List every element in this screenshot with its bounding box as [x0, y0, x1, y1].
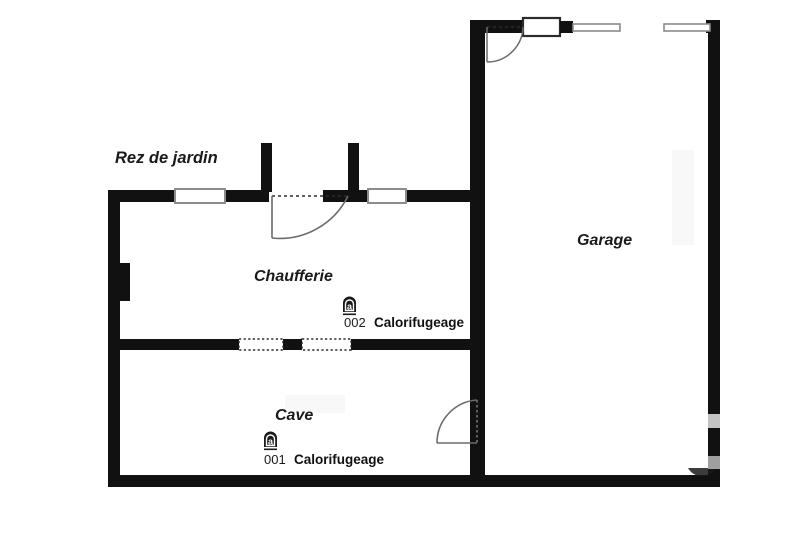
- wall-stub-right: [348, 143, 359, 192]
- annotation-002-text: Calorifugeage: [374, 315, 465, 330]
- wall-top-left-b: [225, 190, 269, 202]
- annotation-001: a 001 Calorifugeage: [264, 431, 385, 467]
- wall-divider-solid-left: [108, 339, 239, 350]
- garage-walls: [470, 20, 720, 487]
- watermark-arc: [688, 414, 720, 477]
- opening-chaufferie-cave-right: [301, 338, 352, 351]
- wall-left-exterior: [108, 190, 120, 487]
- wall-garage-left: [470, 20, 485, 480]
- window-top-left: [174, 188, 226, 204]
- annotation-002-number: 002: [344, 315, 366, 330]
- window-top-right: [367, 188, 407, 204]
- plaque-marker-icon: a: [343, 296, 356, 316]
- floor-title-label: Rez de jardin: [115, 149, 218, 167]
- watermark-group: [285, 150, 694, 413]
- room-label-cave: Cave: [275, 407, 313, 424]
- plaque-marker-letter: a: [268, 437, 274, 447]
- wall-top-left-d: [406, 190, 485, 202]
- plaque-marker-letter: a: [347, 302, 353, 312]
- door-cave-to-garage: [436, 399, 478, 444]
- wall-divider-solid-mid: [283, 339, 302, 350]
- plaque-marker-icon: a: [264, 431, 277, 451]
- window-garage-top: [521, 16, 621, 38]
- wall-stub-left: [261, 143, 272, 192]
- wall-garage-right: [708, 20, 720, 487]
- opening-chaufferie-cave-left: [238, 338, 284, 351]
- wall-garage-top-left: [470, 20, 523, 33]
- wall-top-left-a: [108, 190, 175, 202]
- annotation-001-text: Calorifugeage: [294, 452, 385, 467]
- window-garage-top-right: [663, 23, 711, 32]
- room-label-garage: Garage: [577, 232, 632, 249]
- wall-pilaster-left-base: [114, 261, 119, 303]
- wall-pilaster-left: [118, 263, 130, 301]
- door-chaufferie-entry: [271, 195, 349, 240]
- annotation-002: a 002 Calorifugeage: [343, 296, 465, 330]
- wall-divider-solid-right: [351, 339, 485, 350]
- wall-bottom-exterior: [108, 475, 720, 487]
- door-garage-top: [486, 26, 524, 63]
- room-label-chaufferie: Chaufferie: [254, 268, 333, 285]
- annotation-001-number: 001: [264, 452, 286, 467]
